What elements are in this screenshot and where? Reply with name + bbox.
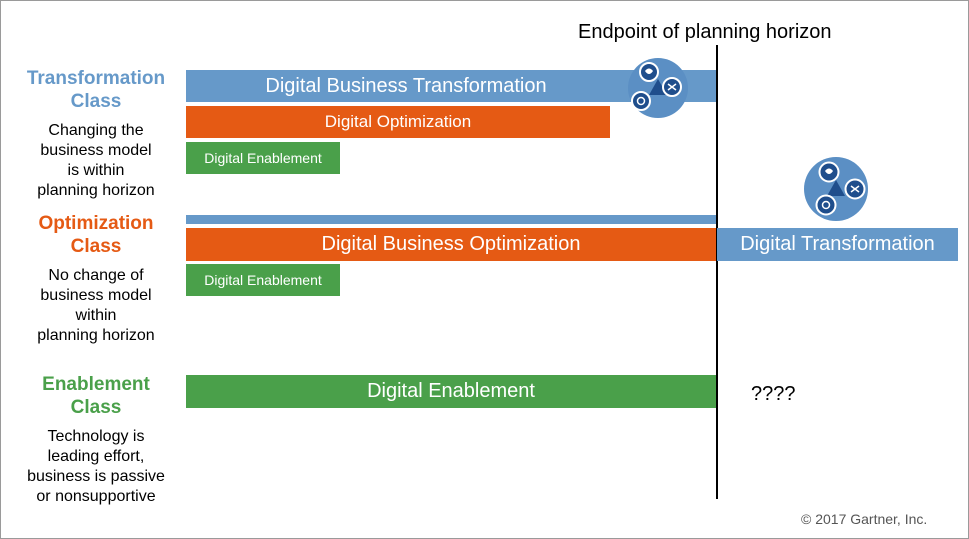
digital-business-transformation-bar: Digital Business Transformation <box>186 70 716 102</box>
digital-transformation-icon <box>803 156 869 222</box>
digital-optimization-label: Digital Optimization <box>324 112 472 131</box>
enablement-desc-line: Technology is <box>47 428 145 445</box>
transformation-class-title-line2: Class <box>70 91 122 112</box>
planning-horizon-line <box>716 45 718 499</box>
digital-enablement-bar: Digital Enablement <box>186 264 340 296</box>
enablement-class-title: Enablement Class <box>1 373 191 419</box>
optimization-class-title: Optimization Class <box>1 212 191 258</box>
transformation-class-title: Transformation Class <box>1 67 191 113</box>
transformation-class-description: Changing the business model is within pl… <box>1 121 191 201</box>
planning-horizon-label: Endpoint of planning horizon <box>578 21 832 43</box>
transformation-thin-bar <box>186 215 716 224</box>
digital-optimization-bar: Digital Optimization <box>186 106 610 138</box>
digital-business-optimization-label: Digital Business Optimization <box>321 233 581 255</box>
enablement-class-title-line2: Class <box>70 397 122 418</box>
transformation-desc-line: business model <box>40 142 152 159</box>
transformation-desc-line: is within <box>67 162 125 179</box>
optimization-class-description: No change of business model within plann… <box>1 266 191 346</box>
optimization-desc-line: No change of <box>48 267 144 284</box>
digital-transformation-icon <box>627 57 689 119</box>
unknown-marker: ???? <box>751 383 796 405</box>
digital-enablement-bar: Digital Enablement <box>186 142 340 174</box>
digital-enablement-label: Digital Enablement <box>367 380 535 402</box>
enablement-desc-line: business is passive <box>27 468 165 485</box>
digital-enablement-label: Digital Enablement <box>204 150 322 166</box>
digital-business-transformation-label: Digital Business Transformation <box>265 74 547 97</box>
optimization-desc-line: business model <box>40 287 152 304</box>
optimization-desc-line: within <box>75 307 117 324</box>
transformation-desc-line: planning horizon <box>37 182 155 199</box>
optimization-desc-line: planning horizon <box>37 327 155 344</box>
optimization-class-title-line1: Optimization <box>38 213 154 234</box>
digital-enablement-bar: Digital Enablement <box>186 375 716 408</box>
enablement-class-description: Technology is leading effort, business i… <box>1 427 191 507</box>
digital-transformation-label: Digital Transformation <box>740 233 935 255</box>
transformation-class-title-line1: Transformation <box>26 68 166 89</box>
transformation-desc-line: Changing the <box>48 122 144 139</box>
enablement-desc-line: leading effort, <box>47 448 145 465</box>
copyright-notice: © 2017 Gartner, Inc. <box>801 511 928 527</box>
enablement-class-title-line1: Enablement <box>42 374 150 395</box>
enablement-desc-line: or nonsupportive <box>36 488 156 505</box>
digital-enablement-label: Digital Enablement <box>204 272 322 288</box>
digital-transformation-bar: Digital Transformation <box>717 228 958 261</box>
digital-business-optimization-bar: Digital Business Optimization <box>186 228 716 261</box>
optimization-class-title-line2: Class <box>70 236 122 257</box>
